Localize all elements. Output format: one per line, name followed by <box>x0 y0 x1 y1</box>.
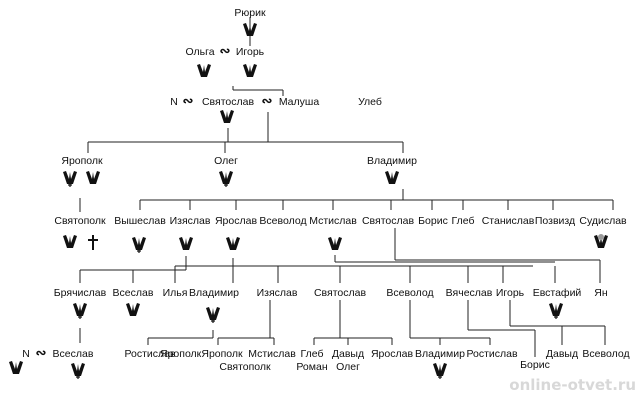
name-svyatoslav-1: Святослав <box>201 96 255 108</box>
name-vseslav-2: Всеслав <box>52 348 94 360</box>
name-uleb: Улеб <box>358 96 382 108</box>
trident-cross-icon <box>62 170 78 187</box>
name-boris-1: Борис <box>418 215 448 227</box>
marriage-svyatoslav-malusha: ∾ <box>261 93 273 108</box>
marriage-n-svyatoslav: ∾ <box>182 93 194 108</box>
name-vyacheslav: Вячеслав <box>445 287 493 299</box>
marriage-olga-igor: ∾ <box>219 43 231 58</box>
name-yaroslav-1: Ярослав <box>214 215 258 227</box>
name-vladimir-1: Владимир <box>367 155 417 167</box>
cross-icon <box>85 234 101 251</box>
name-svyatopolk-2: Святополк <box>219 361 271 373</box>
name-yaroslav-2: Ярослав <box>370 348 414 360</box>
marriage-n-vseslav: ∾ <box>35 345 47 360</box>
name-n-1: N <box>170 96 178 108</box>
trident-cross-icon <box>205 306 221 323</box>
name-ilya: Илья <box>162 287 188 299</box>
trident-cross-icon <box>432 362 448 379</box>
name-sudislav: Судислав <box>579 215 627 227</box>
name-pozvizd: Позвизд <box>534 215 576 227</box>
name-bryachislav: Брячислав <box>53 287 107 299</box>
name-rostislav-2: Ростислав <box>466 348 518 360</box>
name-vsevolod-3: Всеволод <box>582 348 630 360</box>
name-gleb-1: Глеб <box>451 215 475 227</box>
name-vsevolod-2: Всеволод <box>386 287 434 299</box>
trident-cross-icon <box>72 302 88 319</box>
trident-icon <box>327 236 343 253</box>
name-yaropolk-3: Ярополк <box>201 348 243 360</box>
name-david-2: Давыд <box>545 348 579 360</box>
trident-icon <box>384 170 400 187</box>
name-igor-2: Игорь <box>495 287 525 299</box>
trident-icon <box>219 109 235 126</box>
name-svyatopolk-1: Святополк <box>54 215 106 227</box>
trident-icon <box>242 22 258 39</box>
name-izyaslav-1: Изяслав <box>169 215 211 227</box>
trident-cross-icon <box>548 302 564 319</box>
name-malusha: Малуша <box>278 96 320 108</box>
name-izyaslav-2: Изяслав <box>256 287 298 299</box>
name-boris-2: Борис <box>520 359 550 371</box>
trident-cross-icon <box>131 236 147 253</box>
trident-icon <box>62 234 78 251</box>
trident-cross-icon <box>218 170 234 187</box>
name-gleb-2: Глеб <box>300 348 324 360</box>
trident-icon <box>225 236 241 253</box>
name-vsevolod-1: Всеволод <box>259 215 307 227</box>
trident-cross-icon <box>70 362 86 379</box>
name-olga: Ольга <box>185 46 215 58</box>
name-yaropolk-1: Ярополк <box>61 155 103 167</box>
watermark: online-otvet.ru <box>509 376 636 394</box>
name-oleg-2: Олег <box>336 361 360 373</box>
trident-icon <box>125 302 141 319</box>
name-yaropolk-2: Ярополк <box>160 348 202 360</box>
name-evstafiy: Евстафий <box>532 287 582 299</box>
trident-icon <box>8 360 24 377</box>
name-oleg-1: Олег <box>214 155 238 167</box>
name-igor-1: Игорь <box>235 46 265 58</box>
name-vladimir-3: Владимир <box>415 348 465 360</box>
trident-marked-icon <box>593 234 609 251</box>
trident-icon <box>178 236 194 253</box>
name-stanislav: Станислав <box>481 215 535 227</box>
name-vysheslav: Вышеслав <box>114 215 166 227</box>
name-ryurik: Рюрик <box>234 7 266 19</box>
name-roman: Роман <box>296 361 328 373</box>
trident-icon <box>196 63 212 80</box>
name-vladimir-2: Владимир <box>189 287 239 299</box>
name-mstislav-1: Мстислав <box>309 215 357 227</box>
name-vseslav-1: Всеслав <box>112 287 154 299</box>
trident-icon <box>242 63 258 80</box>
name-mstislav-2: Мстислав <box>248 348 296 360</box>
name-n-2: N <box>22 348 30 360</box>
trident-icon <box>85 170 101 187</box>
name-david-1: Давыд <box>331 348 365 360</box>
name-rostislav-1: Ростислав <box>124 348 176 360</box>
name-svyatoslav-3: Святослав <box>313 287 367 299</box>
name-yan: Ян <box>594 287 608 299</box>
name-svyatoslav-2: Святослав <box>361 215 415 227</box>
